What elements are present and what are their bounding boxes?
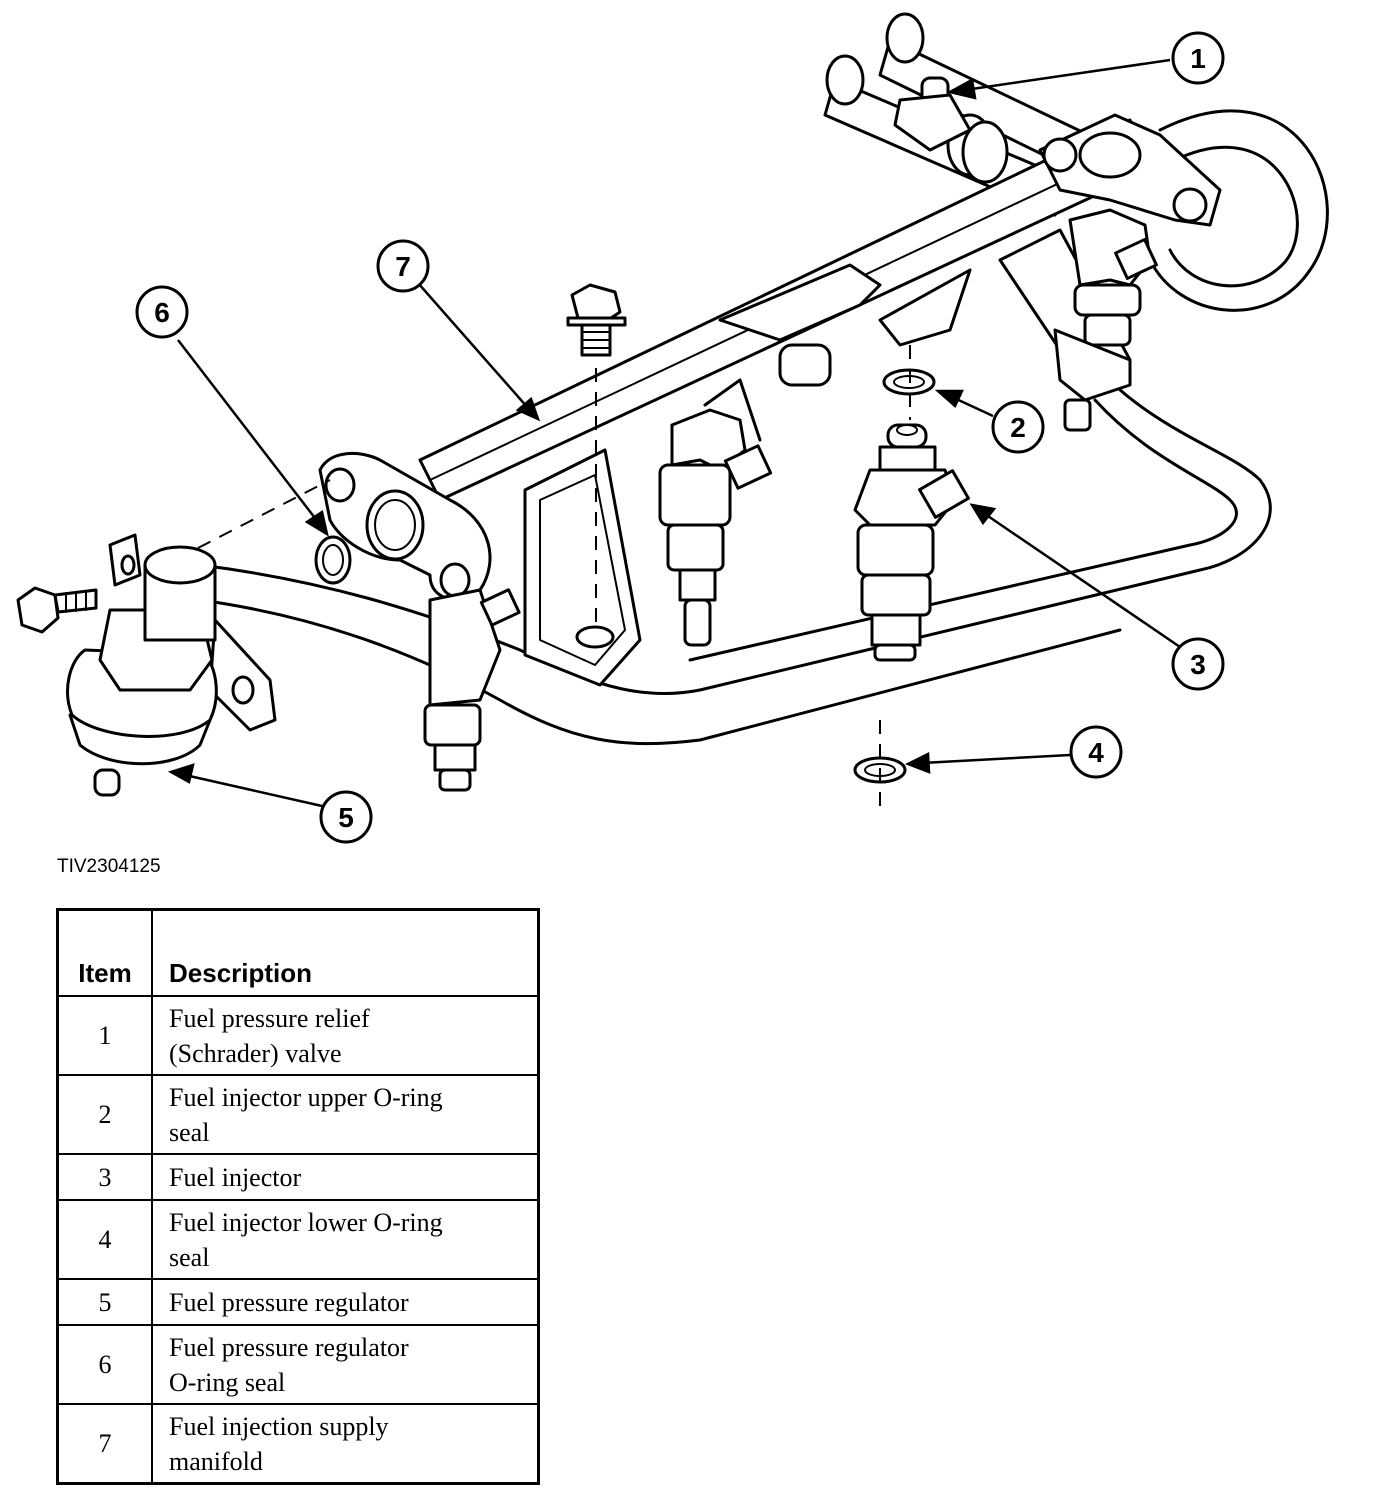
row-description: Fuel pressure regulator: [151, 1278, 540, 1326]
rail-bolt: [566, 283, 627, 357]
row-description-line: Fuel pressure regulator: [169, 1333, 409, 1362]
legend-row: 4 Fuel injector lower O-ring seal: [56, 1199, 540, 1280]
fuel-hose-loop: [688, 109, 1329, 692]
callout-1: 1: [1171, 31, 1225, 85]
row-item-number: 4: [56, 1199, 153, 1280]
legend-row: 1 Fuel pressure relief (Schrader) valve: [56, 995, 540, 1076]
exploded-view-diagram: 1 2 3 4 5 6 7: [16, 12, 1329, 844]
fuel-injector: [853, 423, 970, 662]
callout-7: 7: [376, 239, 430, 293]
regulator-bolt: [16, 586, 98, 634]
alignment-lines: [197, 345, 911, 815]
legend-table: Item Description 1 Fuel pressure relief (…: [56, 908, 540, 1485]
row-description: Fuel injector upper O-ring seal: [151, 1074, 540, 1155]
row-description-line: O-ring seal: [169, 1368, 286, 1397]
schrader-valve: [893, 76, 972, 152]
fuel-injector-right: [1053, 208, 1158, 432]
row-item-number: 3: [56, 1153, 153, 1201]
callout-2: 2: [991, 400, 1045, 454]
row-description-line: seal: [169, 1118, 210, 1147]
header-description: Description: [151, 908, 540, 997]
row-description-line: seal: [169, 1243, 210, 1272]
row-item-number: 1: [56, 995, 153, 1076]
header-item: Item: [56, 908, 153, 997]
callout-3: 3: [1171, 637, 1225, 691]
callout-5-label: 5: [338, 802, 354, 833]
row-description-line: Fuel injector lower O-ring: [169, 1208, 443, 1237]
callout-1-label: 1: [1190, 43, 1206, 74]
callout-5: 5: [319, 790, 373, 844]
row-item-number: 6: [56, 1324, 153, 1405]
legend-row: 5 Fuel pressure regulator: [56, 1278, 540, 1326]
fuel-injector-left: [423, 588, 521, 792]
row-description-line: Fuel injector upper O-ring: [169, 1083, 443, 1112]
legend-header-row: Item Description: [56, 908, 540, 997]
row-description: Fuel injection supply manifold: [151, 1403, 540, 1485]
row-description-line: Fuel pressure relief: [169, 1004, 370, 1033]
callout-4-label: 4: [1088, 737, 1104, 768]
callout-7-label: 7: [395, 251, 411, 282]
callout-2-label: 2: [1010, 412, 1026, 443]
row-description-line: Fuel injection supply: [169, 1412, 389, 1441]
row-description-line: Fuel pressure regulator: [169, 1288, 409, 1317]
leader-lines: [167, 58, 1181, 808]
rail-bracket: [523, 448, 642, 687]
legend-row: 7 Fuel injection supply manifold: [56, 1403, 540, 1485]
row-description: Fuel injector: [151, 1153, 540, 1201]
row-item-number: 7: [56, 1403, 153, 1485]
legend-row: 3 Fuel injector: [56, 1153, 540, 1201]
row-description-line: (Schrader) valve: [169, 1039, 342, 1068]
row-description: Fuel pressure relief (Schrader) valve: [151, 995, 540, 1076]
figure-code: TIV2304125: [57, 856, 161, 877]
row-description-line: Fuel injector: [169, 1163, 302, 1192]
legend-row: 2 Fuel injector upper O-ring seal: [56, 1074, 540, 1155]
callout-4: 4: [1069, 725, 1123, 779]
row-description-line: manifold: [169, 1447, 263, 1476]
callout-6: 6: [135, 285, 189, 339]
row-description: Fuel injector lower O-ring seal: [151, 1199, 540, 1280]
callout-6-label: 6: [154, 297, 170, 328]
callout-3-label: 3: [1190, 649, 1206, 680]
row-item-number: 5: [56, 1278, 153, 1326]
row-item-number: 2: [56, 1074, 153, 1155]
fuel-pressure-regulator: [66, 533, 277, 797]
fuel-injector-middle: [658, 378, 773, 647]
